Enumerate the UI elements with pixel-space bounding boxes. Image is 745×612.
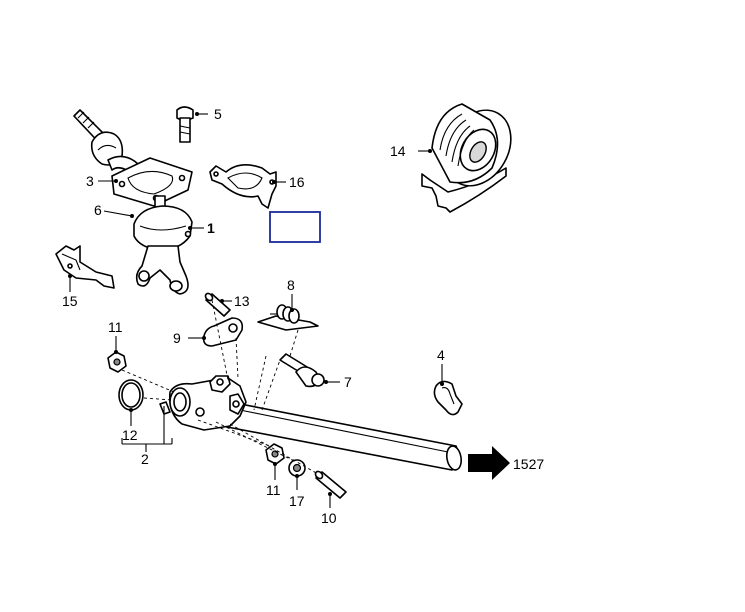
label-part-6[interactable]: 6 xyxy=(94,202,102,218)
bracket-part-15[interactable] xyxy=(55,245,115,289)
pivot-pin-part-7[interactable] xyxy=(279,353,325,388)
reference-arrow[interactable] xyxy=(468,446,510,480)
gasket-part-4[interactable] xyxy=(433,380,463,416)
label-part-9[interactable]: 9 xyxy=(173,330,181,346)
highlight-box xyxy=(269,211,321,243)
washer-part-17[interactable] xyxy=(288,459,306,477)
label-part-1[interactable]: 1 xyxy=(207,220,215,236)
bush-part-11-bottom[interactable] xyxy=(265,443,285,465)
shift-lever-assembly[interactable] xyxy=(73,109,193,295)
bracket-part-16[interactable] xyxy=(209,164,277,209)
label-part-2[interactable]: 2 xyxy=(141,451,149,467)
spring-part-8[interactable] xyxy=(257,304,319,331)
pin-part-13[interactable] xyxy=(204,292,231,317)
label-part-5[interactable]: 5 xyxy=(214,106,222,122)
bush-part-11-top[interactable] xyxy=(107,351,127,373)
label-part-14[interactable]: 14 xyxy=(390,143,406,159)
tape-roll-part-14[interactable] xyxy=(421,98,524,213)
arrow-right-icon xyxy=(468,446,510,480)
label-part-17[interactable]: 17 xyxy=(289,493,305,509)
label-part-10[interactable]: 10 xyxy=(321,510,337,526)
label-part-8[interactable]: 8 xyxy=(287,277,295,293)
group-bracket-2 xyxy=(121,406,173,452)
label-part-13[interactable]: 13 xyxy=(234,293,250,309)
ring-part-12[interactable] xyxy=(118,379,144,411)
label-part-3[interactable]: 3 xyxy=(86,173,94,189)
label-part-11-top[interactable]: 11 xyxy=(108,319,123,335)
assembly-dashed-lines xyxy=(121,299,319,475)
label-part-15[interactable]: 15 xyxy=(62,293,78,309)
part-labels: 5 3 16 6 1 14 15 13 8 9 11 4 7 12 2 1527… xyxy=(62,106,544,526)
leader-dots xyxy=(68,112,444,496)
shift-rod-part-2[interactable] xyxy=(159,375,463,471)
label-part-16[interactable]: 16 xyxy=(289,174,305,190)
link-plate-part-9[interactable] xyxy=(202,317,244,347)
label-part-11-bottom[interactable]: 11 xyxy=(266,482,281,498)
label-part-4[interactable]: 4 xyxy=(437,347,445,363)
label-part-7[interactable]: 7 xyxy=(344,374,352,390)
bolt-part-5[interactable] xyxy=(176,106,194,143)
pin-part-10[interactable] xyxy=(314,470,347,499)
label-part-12[interactable]: 12 xyxy=(122,427,138,443)
label-ref-1527[interactable]: 1527 xyxy=(513,456,544,472)
